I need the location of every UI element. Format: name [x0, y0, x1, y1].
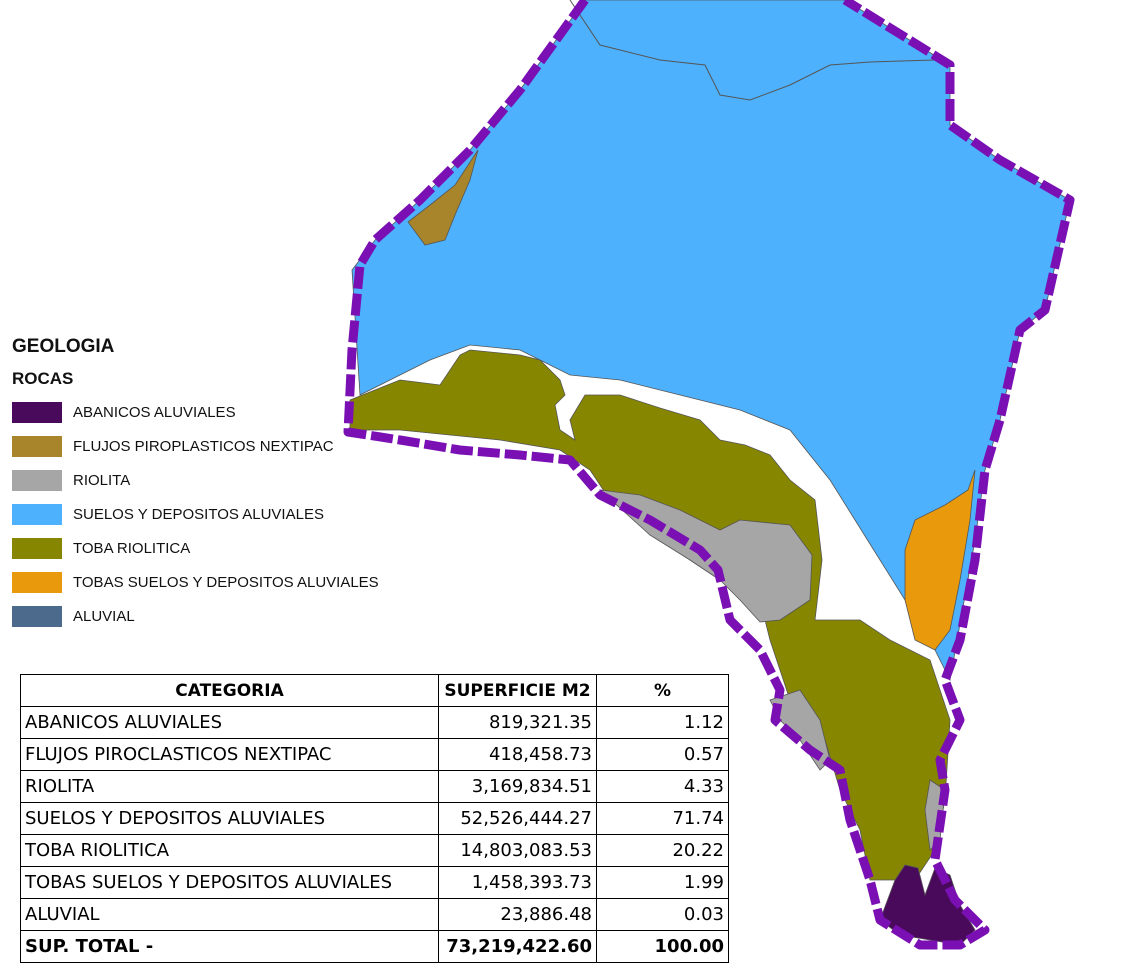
- internal-boundary-line: [569, 0, 936, 101]
- zone-suelos-depositos-aluviales: [351, 0, 1071, 682]
- legend-subtitle: ROCAS: [12, 369, 74, 388]
- legend-label: RIOLITA: [73, 471, 131, 489]
- header-superficie: SUPERFICIE M2: [438, 674, 597, 707]
- row-area: 3,169,834.51: [438, 770, 597, 803]
- legend-swatch: [12, 605, 62, 627]
- row-area: 52,526,444.27: [438, 802, 597, 835]
- legend-swatch: [12, 503, 62, 525]
- legend-item: TOBA RIOLITICA: [12, 531, 379, 565]
- legend-item: FLUJOS PIROPLASTICOS NEXTIPAC: [12, 429, 379, 463]
- legend-item: ABANICOS ALUVIALES: [12, 395, 379, 429]
- row-category: SUELOS Y DEPOSITOS ALUVIALES: [20, 802, 439, 835]
- legend-item: RIOLITA: [12, 463, 379, 497]
- row-percent: 71.74: [596, 802, 729, 835]
- row-percent: 0.03: [596, 898, 729, 931]
- legend-title: GEOLOGIA: [12, 336, 115, 357]
- zone-abanicos-aluviales: [879, 864, 976, 946]
- row-category: FLUJOS PIROCLASTICOS NEXTIPAC: [20, 738, 439, 771]
- legend-label: ALUVIAL: [73, 607, 135, 625]
- row-area: 418,458.73: [438, 738, 597, 771]
- table-header-row: CATEGORIA SUPERFICIE M2 %: [20, 674, 729, 707]
- row-category: TOBA RIOLITICA: [20, 834, 439, 867]
- row-percent: 20.22: [596, 834, 729, 867]
- row-category: ABANICOS ALUVIALES: [20, 706, 439, 739]
- row-percent: 0.57: [596, 738, 729, 771]
- zone-flujos-piroplasticos: [407, 149, 479, 246]
- legend-item: TOBAS SUELOS Y DEPOSITOS ALUVIALES: [12, 565, 379, 599]
- row-category: TOBAS SUELOS Y DEPOSITOS ALUVIALES: [20, 866, 439, 899]
- legend-swatch: [12, 469, 62, 491]
- legend-item: ALUVIAL: [12, 599, 379, 633]
- map-legend: GEOLOGIA ROCAS ABANICOS ALUVIALES FLUJOS …: [12, 336, 379, 633]
- row-category: RIOLITA: [20, 770, 439, 803]
- row-area: 23,886.48: [438, 898, 597, 931]
- total-area: 73,219,422.60: [438, 930, 597, 963]
- total-percent: 100.00: [596, 930, 729, 963]
- legend-swatch: [12, 401, 62, 423]
- legend-swatch: [12, 435, 62, 457]
- legend-swatch: [12, 537, 62, 559]
- table-total-row: SUP. TOTAL - 73,219,422.60 100.00: [20, 930, 729, 963]
- total-label: SUP. TOTAL -: [20, 930, 439, 963]
- row-category: ALUVIAL: [20, 898, 439, 931]
- legend-label: TOBAS SUELOS Y DEPOSITOS ALUVIALES: [73, 573, 379, 591]
- legend-label: TOBA RIOLITICA: [73, 539, 191, 557]
- legend-item: SUELOS Y DEPOSITOS ALUVIALES: [12, 497, 379, 531]
- area-statistics-table: CATEGORIA SUPERFICIE M2 % ABANICOS ALUVI…: [20, 674, 729, 963]
- header-categoria: CATEGORIA: [20, 674, 439, 707]
- legend-label: ABANICOS ALUVIALES: [73, 403, 236, 421]
- header-percent: %: [596, 674, 729, 707]
- study-area-boundary: [343, 0, 1075, 950]
- row-area: 1,458,393.73: [438, 866, 597, 899]
- legend-label: SUELOS Y DEPOSITOS ALUVIALES: [73, 505, 324, 523]
- legend-label: FLUJOS PIROPLASTICOS NEXTIPAC: [73, 437, 334, 455]
- row-area: 14,803,083.53: [438, 834, 597, 867]
- row-area: 819,321.35: [438, 706, 597, 739]
- zone-tobas-suelos-depositos: [904, 469, 976, 651]
- legend-swatch: [12, 571, 62, 593]
- row-percent: 1.12: [596, 706, 729, 739]
- row-percent: 1.99: [596, 866, 729, 899]
- row-percent: 4.33: [596, 770, 729, 803]
